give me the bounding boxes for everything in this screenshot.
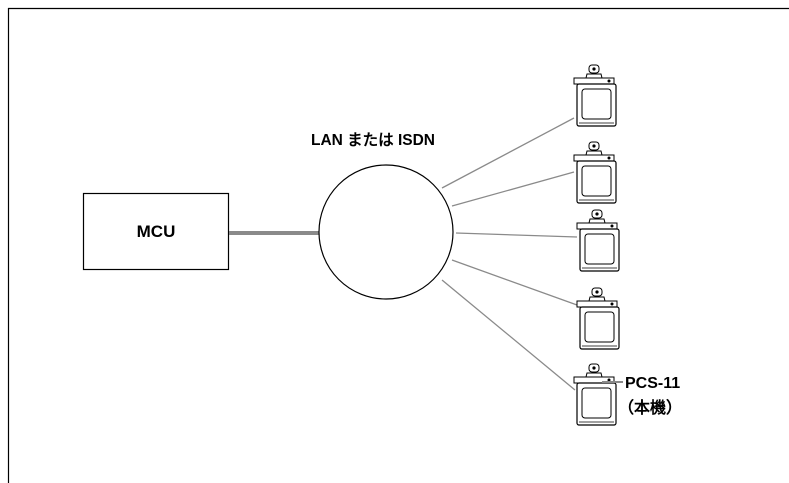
connection-line-1 (441, 117, 575, 189)
terminal-2 (573, 141, 617, 204)
camera-lens (592, 144, 596, 148)
camera-base (588, 218, 606, 224)
connection-line-2 (451, 171, 575, 207)
monitor-screen (581, 387, 612, 419)
connection-line-3 (455, 232, 578, 238)
camera-lens (592, 366, 596, 370)
camera-lens (595, 290, 599, 294)
camera-base (585, 73, 603, 79)
terminal-5 (573, 363, 617, 426)
camera-base (585, 372, 603, 378)
monitor-indicator (607, 79, 611, 83)
mcu-label: MCU (137, 222, 176, 241)
monitor-indicator (607, 378, 611, 382)
network-label: LAN または ISDN (311, 131, 435, 149)
terminal-4 (576, 287, 620, 350)
monitor-screen (581, 165, 612, 197)
camera-lens (592, 67, 596, 71)
terminal-1 (573, 64, 617, 127)
camera-lens (595, 212, 599, 216)
monitor-screen (584, 233, 615, 265)
connection-line-4 (451, 259, 578, 306)
camera-base (588, 296, 606, 302)
network-circle (318, 164, 454, 300)
callout-model: PCS-11 (625, 375, 680, 392)
connection-lines (441, 117, 578, 391)
monitor-indicator (610, 302, 614, 306)
monitor-screen (581, 88, 612, 120)
terminal-3 (576, 209, 620, 272)
camera-base (585, 150, 603, 156)
monitor-indicator (607, 156, 611, 160)
monitor-indicator (610, 224, 614, 228)
mcu-box (82, 192, 230, 271)
terminals (573, 64, 620, 426)
callout-note: （本機） (618, 398, 682, 417)
monitor-screen (584, 311, 615, 343)
connection-line-5 (441, 279, 576, 391)
